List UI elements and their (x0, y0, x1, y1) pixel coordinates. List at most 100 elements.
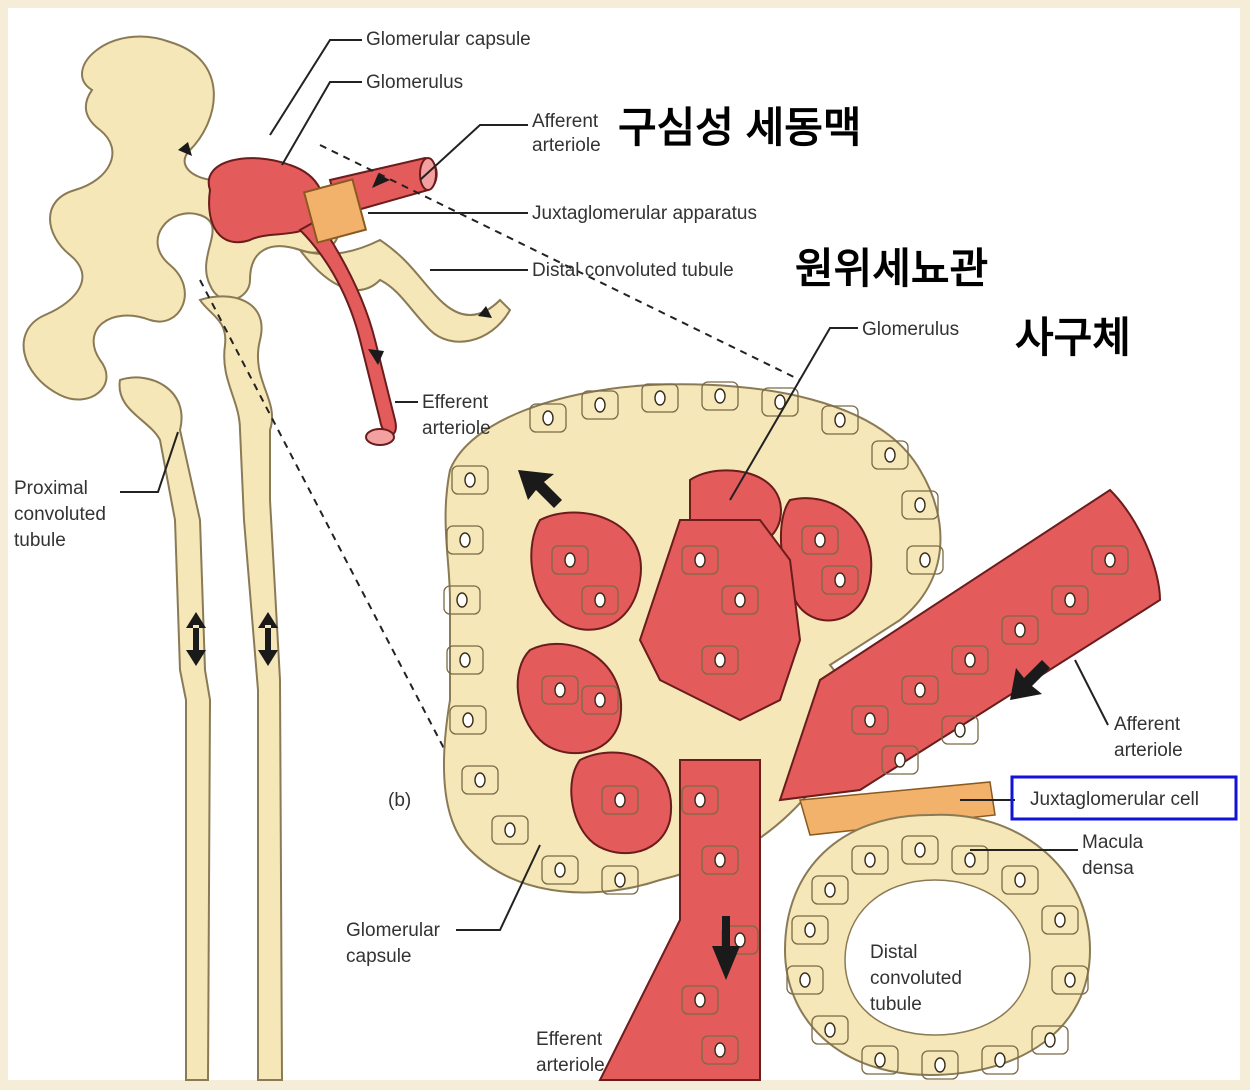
cell-nucleus (594, 692, 606, 708)
cell-nucleus (474, 772, 486, 788)
cell-outline (701, 381, 739, 411)
label-efferent-b: Efferent (536, 1029, 603, 1050)
cell-nucleus (834, 572, 846, 588)
cell-outline (601, 785, 639, 815)
label-glomerulus: Glomerulus (366, 72, 463, 93)
cell-nucleus (459, 532, 471, 548)
label-efferent-2: arteriole (422, 418, 491, 439)
cell-nucleus (614, 792, 626, 808)
double-arrow-icon (258, 612, 278, 666)
arrow-icon (372, 174, 390, 188)
cell-nucleus (654, 390, 666, 406)
zoom-lines (199, 144, 801, 761)
cell-outline (491, 815, 529, 845)
label-afferent: Afferent (532, 111, 599, 132)
flow-arrows-a (178, 142, 492, 666)
cell-nucleus (1014, 622, 1026, 638)
label-efferent-b-2: arteriole (536, 1055, 605, 1076)
arrow-icon (368, 349, 384, 365)
cell-outline (1001, 615, 1039, 645)
cell-nucleus (864, 712, 876, 728)
cell-outline (981, 1045, 1019, 1075)
juxtaglomerular-apparatus-a (302, 178, 368, 244)
cell-outline (906, 545, 944, 575)
highlight-box (1010, 775, 1238, 821)
juxtaglomerular-cells (799, 781, 996, 836)
arrow-icon (478, 306, 492, 318)
korean-label-glomerulus: 사구체 (1015, 314, 1131, 361)
cell-nucleus (714, 652, 726, 668)
cell-outline (581, 390, 619, 420)
cell-outline (1051, 585, 1089, 615)
cell-nucleus (1054, 912, 1066, 928)
cell-outline (861, 1045, 899, 1075)
cell-outline (871, 440, 909, 470)
arrow-icon (178, 142, 192, 156)
cell-outline (601, 865, 639, 895)
arrow-icon (518, 470, 562, 508)
cell-nucleus (714, 852, 726, 868)
cell-nucleus (804, 922, 816, 938)
cell-nucleus (864, 852, 876, 868)
double-arrow-icon (186, 612, 206, 666)
cell-outline (901, 835, 939, 865)
cell-outline (681, 985, 719, 1015)
label-efferent: Efferent (422, 392, 489, 413)
cell-nucleus (1104, 552, 1116, 568)
cell-nucleus (994, 1052, 1006, 1068)
cell-outline (721, 585, 759, 615)
cell-nucleus (459, 652, 471, 668)
label-distal-b-3: tubule (870, 994, 922, 1015)
cell-nucleus (814, 532, 826, 548)
cell-nucleus (542, 410, 554, 426)
cell-outline (761, 387, 799, 417)
cell-outline (541, 675, 579, 705)
cell-outline (821, 405, 859, 435)
nephron-tubule (22, 35, 512, 1081)
cell-nucleus (914, 682, 926, 698)
cell-outline (951, 845, 989, 875)
cell-nucleus (554, 682, 566, 698)
label-glomerulus-b: Glomerulus (862, 319, 959, 340)
label-afferent-b-2: arteriole (1114, 740, 1183, 761)
cell-nucleus (564, 552, 576, 568)
label-glomerular-capsule-b: Glomerular (346, 920, 441, 941)
cell-nucleus (919, 552, 931, 568)
cell-outline (1091, 545, 1129, 575)
label-juxtaglomerular-apparatus: Juxtaglomerular apparatus (532, 203, 757, 224)
cell-outline (791, 915, 829, 945)
cell-nucleus (504, 822, 516, 838)
flow-arrows-b (518, 470, 1050, 980)
label-macula: Macula (1082, 832, 1144, 853)
cell-nucleus (614, 872, 626, 888)
cell-outline (641, 383, 679, 413)
cell-outline (921, 1050, 959, 1080)
cell-outline (941, 715, 979, 745)
label-macula-2: densa (1082, 858, 1134, 879)
cell-nucleus (964, 652, 976, 668)
cell-outline (443, 585, 481, 615)
cell-nucleus (694, 552, 706, 568)
cell-nucleus (894, 752, 906, 768)
cell-outline (786, 965, 824, 995)
cell-outline (701, 1035, 739, 1065)
label-distal-b-2: convoluted (870, 968, 962, 989)
cell-nucleus (734, 932, 746, 948)
korean-label-distal: 원위세뇨관 (795, 245, 988, 292)
arrow-icon (1010, 660, 1050, 700)
cell-outline (1051, 965, 1089, 995)
label-juxtaglomerular-cell: Juxtaglomerular cell (1030, 789, 1199, 810)
cell-nucleus (714, 388, 726, 404)
arrow-icon (712, 916, 740, 980)
label-proximal: Proximal (14, 478, 88, 499)
cell-outline (451, 465, 489, 495)
cell-nucleus (774, 394, 786, 410)
cell-outline (851, 705, 889, 735)
cell-nucleus (964, 852, 976, 868)
cell-nucleus (694, 992, 706, 1008)
cell-outline (581, 585, 619, 615)
cell-nucleus (734, 592, 746, 608)
cell-nucleus (914, 497, 926, 513)
